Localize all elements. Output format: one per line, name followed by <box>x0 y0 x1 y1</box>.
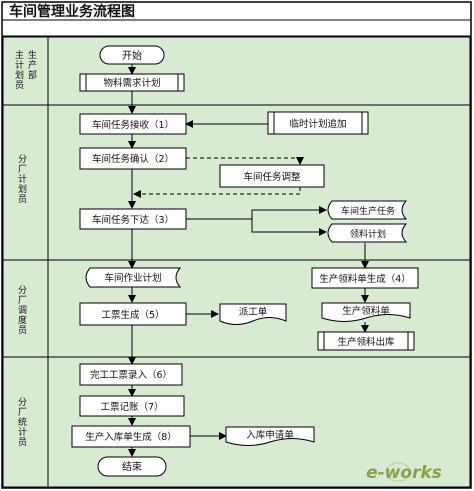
svg-text:调: 调 <box>18 305 27 316</box>
svg-text:物料需求计划: 物料需求计划 <box>103 77 160 89</box>
svg-text:车间作业计划: 车间作业计划 <box>104 272 161 284</box>
svg-text:车间任务确认（2）: 车间任务确认（2） <box>92 153 174 165</box>
svg-text:生产领料出库: 生产领料出库 <box>337 336 395 348</box>
svg-text:入库申请单: 入库申请单 <box>246 429 294 441</box>
dispatch-ticket-document: 派工单 <box>219 303 287 325</box>
svg-text:统: 统 <box>18 416 27 428</box>
svg-text:车间生产任务: 车间生产任务 <box>341 205 395 217</box>
svg-text:生产领料单: 生产领料单 <box>342 305 390 317</box>
svg-text:派工单: 派工单 <box>239 306 268 318</box>
lane-main-planner <box>2 36 471 106</box>
svg-text:划: 划 <box>15 69 24 81</box>
svg-text:员: 员 <box>18 437 27 448</box>
title-bar <box>3 3 470 20</box>
svg-text:分: 分 <box>18 154 27 165</box>
lane-label-main-planner: 主 计 划 员 生 产 部 <box>15 49 37 91</box>
workshop-plan-data: 车间作业计划 <box>85 267 182 288</box>
svg-text:计: 计 <box>18 426 27 438</box>
diagram-title: 车间管理业务流程图 <box>9 3 135 20</box>
svg-text:员: 员 <box>18 194 27 205</box>
svg-text:车间任务调整: 车间任务调整 <box>243 171 301 183</box>
swimlanes <box>2 36 471 488</box>
requisition-form-document: 生产领料单 <box>321 302 411 322</box>
storage-gen-box: 生产入库单生成（8） <box>71 425 191 448</box>
lane-label-branch-statistician: 分 厂 统 计 员 <box>18 397 27 448</box>
svg-text:生产领料单生成（4）: 生产领料单生成（4） <box>319 273 411 285</box>
connectors <box>128 64 369 457</box>
svg-text:生: 生 <box>28 49 37 61</box>
svg-text:结束: 结束 <box>122 460 142 473</box>
svg-text:计: 计 <box>18 173 27 185</box>
svg-text:产: 产 <box>28 59 37 71</box>
finish-ticket-entry-box: 完工工票录入（6） <box>79 363 183 386</box>
svg-text:员: 员 <box>18 325 27 336</box>
svg-text:度: 度 <box>18 314 27 326</box>
task-issue-box: 车间任务下达（3） <box>79 208 187 230</box>
svg-text:开始: 开始 <box>122 49 142 62</box>
svg-text:临时计划追加: 临时计划追加 <box>289 118 346 130</box>
task-confirm-box: 车间任务确认（2） <box>79 147 187 170</box>
gen-requisition-box: 生产领料单生成（4） <box>311 267 419 289</box>
end-terminator: 结束 <box>97 456 167 477</box>
lane-label-branch-planner: 分 厂 计 划 员 <box>18 154 27 205</box>
eworks-logo-text: e-works <box>366 463 442 483</box>
lane-labels: 主 计 划 员 生 产 部 分 厂 计 划 员 分 厂 调 度 员 分 厂 统 … <box>15 49 37 448</box>
svg-text:划: 划 <box>18 183 27 195</box>
svg-text:厂: 厂 <box>18 407 27 418</box>
svg-text:完工工票录入（6）: 完工工票录入（6） <box>90 369 172 381</box>
requisition-out-process: 生产领料出库 <box>317 331 415 351</box>
ticket-gen-box: 工票生成（5） <box>79 302 187 326</box>
svg-text:领料计划: 领料计划 <box>350 228 386 240</box>
lane-label-branch-dispatcher: 分 厂 调 度 员 <box>18 285 27 336</box>
task-receive-box: 车间任务接收（1） <box>79 113 187 135</box>
nodes: 开始 物料需求计划 车间任务接收（1） 临时计划追加 车间任务确认（2） 车间任… <box>71 45 419 477</box>
svg-text:厂: 厂 <box>18 295 27 306</box>
start-terminator: 开始 <box>99 45 165 65</box>
svg-text:员: 员 <box>15 80 24 91</box>
svg-text:主: 主 <box>15 49 24 61</box>
svg-text:厂: 厂 <box>18 164 27 175</box>
svg-text:分: 分 <box>18 397 27 408</box>
ticket-booking-box: 工票记账（7） <box>79 395 185 417</box>
material-req-plan-data: 领料计划 <box>327 223 408 243</box>
svg-text:工票生成（5）: 工票生成（5） <box>101 309 164 321</box>
material-plan-process: 物料需求计划 <box>79 73 185 92</box>
svg-text:计: 计 <box>15 59 24 71</box>
svg-text:车间任务接收（1）: 车间任务接收（1） <box>92 119 174 131</box>
svg-text:分: 分 <box>18 285 27 296</box>
production-task-data: 车间生产任务 <box>327 200 408 220</box>
eworks-logo: e-works <box>366 462 442 483</box>
storage-request-document: 入库申请单 <box>225 426 315 446</box>
svg-text:生产入库单生成（8）: 生产入库单生成（8） <box>85 431 177 443</box>
svg-text:工票记账（7）: 工票记账（7） <box>100 401 163 413</box>
svg-text:部: 部 <box>28 69 37 81</box>
svg-text:车间任务下达（3）: 车间任务下达（3） <box>92 214 174 226</box>
temp-plan-add-process: 临时计划追加 <box>267 111 369 135</box>
task-adjust-box: 车间任务调整 <box>219 164 325 188</box>
